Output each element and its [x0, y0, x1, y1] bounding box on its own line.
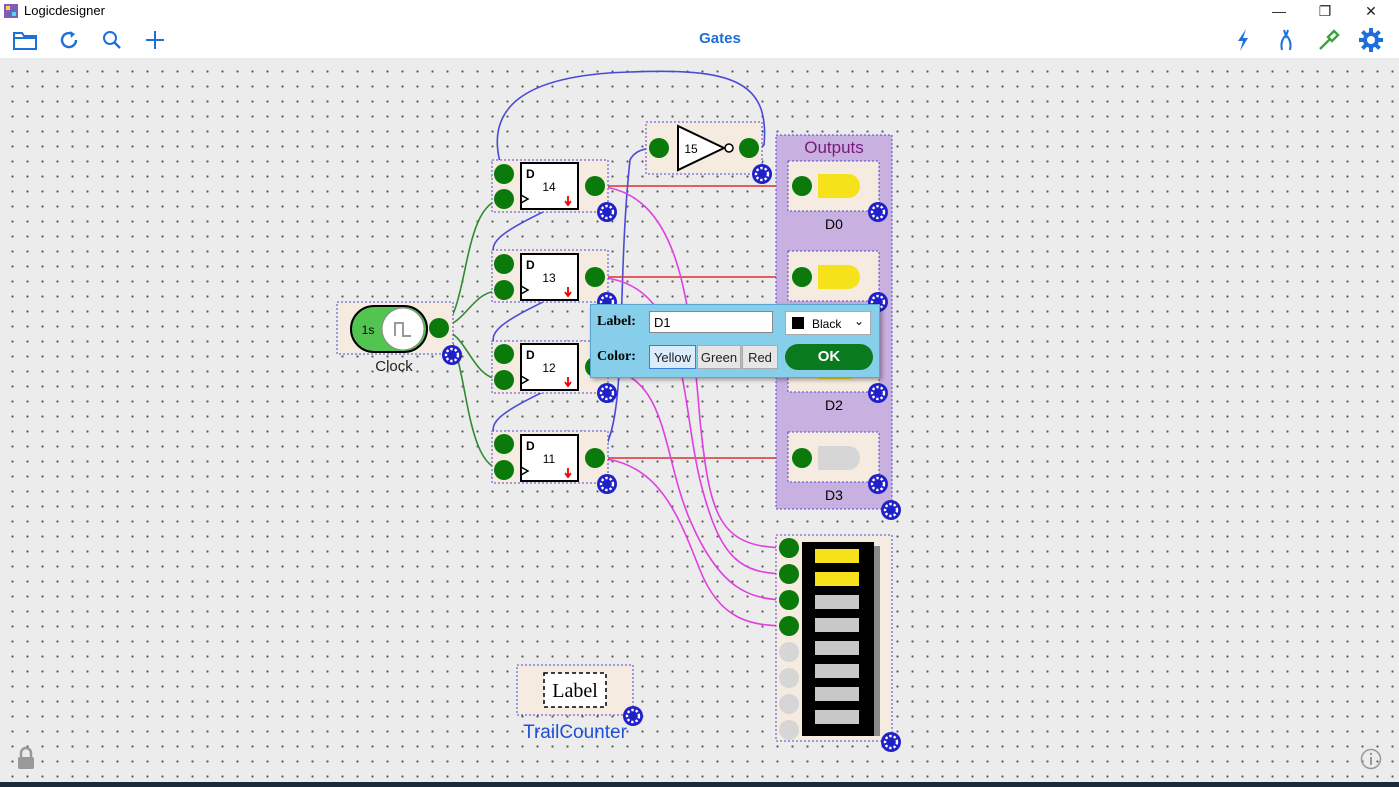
bar-segment — [815, 664, 859, 678]
color-caption-text: Color: — [597, 349, 636, 364]
ff-type-label: D — [526, 258, 535, 272]
label-edit-dialog: Label: Black ⌄ Color: Yellow Green Red O… — [590, 304, 880, 378]
lightning-icon[interactable] — [1229, 26, 1257, 54]
window-title: Logicdesigner — [24, 3, 105, 18]
ff-id-label: 14 — [542, 180, 556, 194]
led-d0[interactable]: D0 — [787, 160, 890, 232]
flipflop-12[interactable]: D 12 — [491, 340, 619, 405]
bar-input-pin[interactable] — [779, 720, 799, 740]
flipflop-14[interactable]: D 14 — [491, 159, 619, 224]
outputs-title: Outputs — [804, 138, 864, 157]
probe-icon[interactable] — [1315, 26, 1343, 54]
ff11-settings-icon[interactable] — [595, 472, 619, 496]
title-bar: Logicdesigner — ❐ ✕ — [0, 0, 1399, 22]
bar-segment — [815, 595, 859, 609]
bar-input-pin[interactable] — [779, 694, 799, 714]
bar-segment — [815, 572, 859, 586]
close-button[interactable]: ✕ — [1365, 3, 1377, 19]
ff-id-label: 13 — [542, 271, 556, 285]
bar-segment — [815, 549, 859, 563]
plus-icon[interactable] — [141, 26, 169, 54]
circuit-canvas[interactable]: 1s Clock D 14 D 13 — [0, 58, 1399, 782]
ff-id-label: 11 — [543, 452, 556, 466]
bar-input-pin[interactable] — [779, 642, 799, 662]
bar-segment — [815, 618, 859, 632]
clock-period: 1s — [362, 323, 375, 337]
circuit-drawing: 1s Clock D 14 D 13 — [336, 70, 903, 754]
outputs-settings-icon[interactable] — [879, 498, 903, 522]
bar-pins — [779, 538, 799, 740]
ff12-settings-icon[interactable] — [595, 381, 619, 405]
label-component-text: Label — [552, 680, 598, 702]
wires-red — [595, 185, 802, 459]
page-title: Gates — [699, 30, 741, 47]
taskbar-edge — [0, 782, 1399, 787]
color-red-button[interactable]: Red — [742, 345, 778, 369]
bargraph-display[interactable] — [775, 534, 903, 754]
lock-icon[interactable] — [16, 746, 36, 770]
inverter-id-label: 15 — [684, 142, 698, 156]
led-d0-settings-icon[interactable] — [866, 200, 890, 224]
minimize-button[interactable]: — — [1272, 3, 1286, 19]
led-d3[interactable]: D3 — [787, 431, 890, 503]
clock-settings-icon[interactable] — [440, 343, 464, 367]
ff-id-label: 12 — [542, 361, 556, 375]
text-color-value: Black — [812, 317, 842, 331]
bar-input-pin[interactable] — [779, 668, 799, 688]
label-component[interactable]: Label TrailCounter — [516, 664, 645, 743]
label-input[interactable] — [649, 311, 773, 333]
led-d1[interactable] — [787, 250, 890, 314]
bar-input-pin[interactable] — [779, 590, 799, 610]
bar-input-pin[interactable] — [779, 538, 799, 558]
bar-input-pin[interactable] — [779, 564, 799, 584]
bar-segment — [815, 687, 859, 701]
bar-segment — [815, 641, 859, 655]
ff14-settings-icon[interactable] — [595, 200, 619, 224]
bargraph-settings-icon[interactable] — [879, 730, 903, 754]
search-icon[interactable] — [98, 26, 126, 54]
bar-segments — [815, 549, 859, 724]
clock-label: Clock — [375, 358, 413, 375]
led-label: D0 — [825, 216, 843, 232]
led-d2-settings-icon[interactable] — [866, 381, 890, 405]
color-yellow-button[interactable]: Yellow — [649, 345, 696, 369]
bar-input-pin[interactable] — [779, 616, 799, 636]
label-caption-text: Label: — [597, 314, 636, 329]
chevron-down-icon: ⌄ — [854, 314, 865, 328]
ok-button[interactable]: OK — [785, 344, 873, 370]
gear-icon[interactable] — [1357, 26, 1385, 54]
label-caption: TrailCounter — [523, 722, 628, 743]
bar-segment — [815, 710, 859, 724]
wires-pink — [594, 185, 790, 627]
clock-component[interactable]: 1s Clock — [336, 301, 464, 375]
folder-icon[interactable] — [11, 26, 39, 54]
clock-output-pin[interactable] — [429, 318, 449, 338]
color-swatch — [792, 317, 804, 329]
restore-button[interactable]: ❐ — [1318, 3, 1332, 19]
led-label: D2 — [825, 397, 843, 413]
ff-type-label: D — [526, 439, 535, 453]
color-green-button[interactable]: Green — [697, 345, 741, 369]
refresh-icon[interactable] — [55, 26, 83, 54]
info-icon[interactable] — [1360, 748, 1382, 770]
toolbar: Gates — [0, 22, 1399, 58]
ff-type-label: D — [526, 348, 535, 362]
inverter-15[interactable]: 15 — [645, 121, 774, 186]
flipflop-11[interactable]: D 11 — [491, 430, 619, 496]
led-label: D3 — [825, 487, 843, 503]
inverter-settings-icon[interactable] — [750, 162, 774, 186]
wire-cutter-icon[interactable] — [1272, 26, 1300, 54]
text-color-select[interactable]: Black ⌄ — [785, 311, 871, 335]
flipflop-13[interactable]: D 13 — [491, 249, 619, 314]
ff-type-label: D — [526, 167, 535, 181]
app-icon — [4, 4, 18, 18]
led-d3-settings-icon[interactable] — [866, 472, 890, 496]
